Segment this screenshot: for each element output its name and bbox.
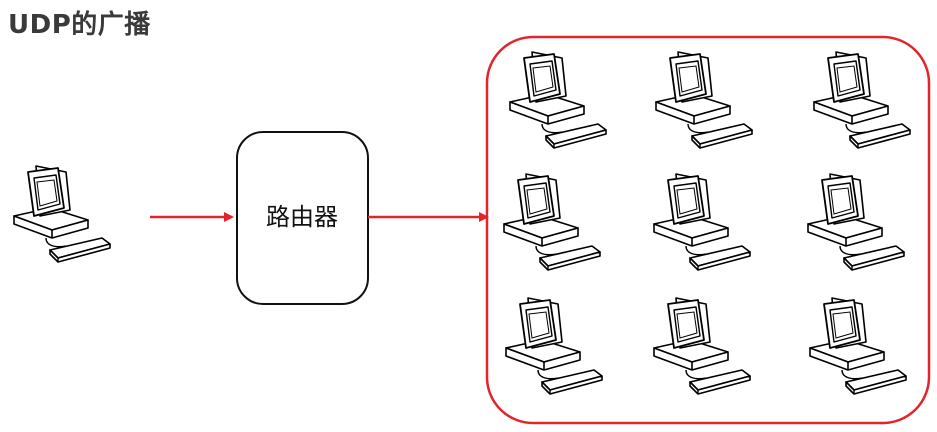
broadcast-group-frame xyxy=(485,35,931,425)
sender-computer-icon xyxy=(13,165,111,263)
receiver-computer-icon xyxy=(807,173,905,271)
receiver-computer-icon xyxy=(503,173,601,271)
receiver-computer-icon xyxy=(653,297,751,395)
receiver-computer-icon xyxy=(509,51,607,149)
receiver-computer-icon xyxy=(655,51,753,149)
router-label: 路由器 xyxy=(266,203,338,231)
receiver-computer-icon xyxy=(813,51,911,149)
receiver-computer-icon xyxy=(809,297,907,395)
receiver-computer-icon xyxy=(505,297,603,395)
receiver-computer-icon xyxy=(653,173,751,271)
page-title: UDP的广播 xyxy=(8,10,151,40)
